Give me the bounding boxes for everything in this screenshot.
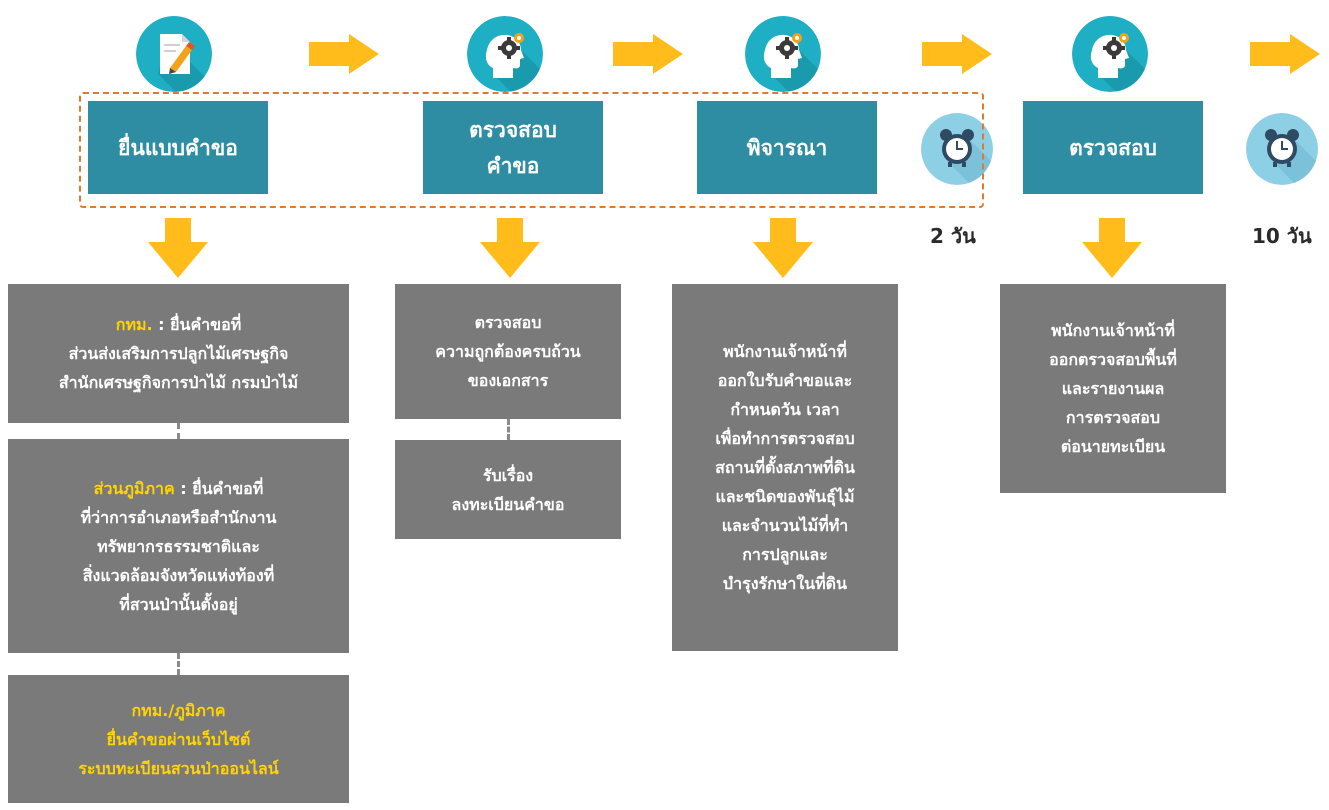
- down-arrow-icon: [480, 218, 540, 278]
- step-check-request: ตรวจสอบ คำขอ: [423, 101, 603, 194]
- info-line: กำหนดวัน เวลา: [730, 400, 840, 419]
- info-line: การตรวจสอบ: [1065, 408, 1161, 427]
- highlight-text: กทม.: [115, 315, 153, 334]
- alarm-clock-icon: [1246, 113, 1318, 185]
- info-line: สิ่งแวดล้อมจังหวัดแห่งท้องที่: [82, 565, 275, 585]
- info-line: ความถูกต้องครบถ้วน: [435, 342, 581, 361]
- info-line: รับเรื่อง: [482, 465, 534, 485]
- info-line: ระบบทะเบียนสวนป่าออนไลน์: [78, 758, 279, 778]
- step-consider: พิจารณา: [697, 101, 877, 194]
- info-line: และชนิดของพันธุ์ไม้: [715, 487, 855, 506]
- info-line: ทรัพยากรธรรมชาติและ: [97, 536, 260, 556]
- info-line: ที่ว่าการอำเภอหรือสำนักงาน: [80, 507, 277, 527]
- dashed-connector: [177, 423, 180, 439]
- highlight-text: ส่วนภูมิภาค: [93, 478, 175, 498]
- down-arrow-icon: [1082, 218, 1142, 278]
- info-line: ยื่นคำขอผ่านเว็บไซต์: [106, 729, 251, 749]
- duration-label: 2 วัน: [930, 224, 976, 248]
- info-box-site-inspection: พนักงานเจ้าหน้าที่ ออกตรวจสอบพื้นที่ และ…: [1000, 284, 1226, 493]
- info-text: : ยื่นคำขอที่: [152, 315, 242, 334]
- info-line: ที่สวนป่านั้นตั้งอยู่: [119, 594, 238, 614]
- step-label: ยื่นแบบคำขอ: [118, 135, 238, 160]
- document-pen-icon: [136, 16, 212, 92]
- info-line: พนักงานเจ้าหน้าที่: [723, 342, 847, 361]
- step-label-line2: คำขอ: [486, 153, 540, 178]
- down-arrow-icon: [148, 218, 208, 278]
- info-line: กทม. : ยื่นคำขอที่: [116, 310, 242, 339]
- duration-label: 10 วัน: [1252, 224, 1312, 248]
- info-line: บำรุงรักษาในที่ดิน: [723, 574, 847, 593]
- right-arrow-icon: [309, 34, 379, 74]
- info-box-officer-schedule: พนักงานเจ้าหน้าที่ ออกใบรับคำขอและ กำหนด…: [672, 284, 898, 651]
- info-line: ออกใบรับคำขอและ: [717, 371, 853, 390]
- info-line: ลงทะเบียนคำขอ: [451, 494, 565, 514]
- info-line: สถานที่ตั้งสภาพที่ดิน: [715, 458, 855, 477]
- right-arrow-icon: [613, 34, 683, 74]
- process-group-frame: [79, 92, 984, 208]
- info-line: เพื่อทำการตรวจสอบ: [715, 429, 855, 448]
- step-label: ตรวจสอบ: [1069, 135, 1157, 160]
- info-line: กทม./ภูมิภาค: [131, 700, 226, 720]
- head-gear-icon: [1072, 16, 1148, 92]
- step-label-line1: ตรวจสอบ: [469, 117, 557, 142]
- info-line: ออกตรวจสอบพื้นที่: [1049, 350, 1177, 369]
- info-line: ของเอกสาร: [467, 371, 549, 390]
- info-box-bangkok: กทม. : ยื่นคำขอที่ ส่วนส่งเสริมการปลูกไม…: [8, 284, 349, 423]
- step-submit-request: ยื่นแบบคำขอ: [88, 101, 268, 194]
- step-inspect: ตรวจสอบ: [1023, 101, 1203, 194]
- down-arrow-icon: [753, 218, 813, 278]
- info-line: ส่วนส่งเสริมการปลูกไม้เศรษฐกิจ: [68, 344, 289, 363]
- right-arrow-icon: [922, 34, 992, 74]
- dashed-connector: [507, 419, 510, 440]
- info-line: ตรวจสอบ: [474, 313, 542, 332]
- info-line: พนักงานเจ้าหน้าที่: [1051, 321, 1175, 340]
- head-gear-icon: [745, 16, 821, 92]
- info-line: และจำนวนไม้ที่ทำ: [721, 516, 849, 535]
- info-line: และรายงานผล: [1061, 379, 1165, 398]
- head-gear-icon: [467, 16, 543, 92]
- info-line: การปลูกและ: [742, 545, 828, 564]
- right-arrow-icon: [1250, 34, 1320, 74]
- info-line: ต่อนายทะเบียน: [1060, 437, 1166, 456]
- info-box-online: กทม./ภูมิภาค ยื่นคำขอผ่านเว็บไซต์ ระบบทะ…: [8, 675, 349, 803]
- info-box-regional: ส่วนภูมิภาค : ยื่นคำขอที่ ที่ว่าการอำเภอ…: [8, 439, 349, 653]
- dashed-connector: [177, 653, 180, 675]
- info-box-document-check: ตรวจสอบ ความถูกต้องครบถ้วน ของเอกสาร: [395, 284, 621, 419]
- info-box-register: รับเรื่อง ลงทะเบียนคำขอ: [395, 440, 621, 539]
- info-line: ส่วนภูมิภาค : ยื่นคำขอที่: [94, 474, 264, 503]
- step-label: พิจารณา: [746, 135, 828, 160]
- info-text: : ยื่นคำขอที่: [174, 478, 264, 498]
- info-line: สำนักเศรษฐกิจการป่าไม้ กรมป่าไม้: [58, 373, 299, 392]
